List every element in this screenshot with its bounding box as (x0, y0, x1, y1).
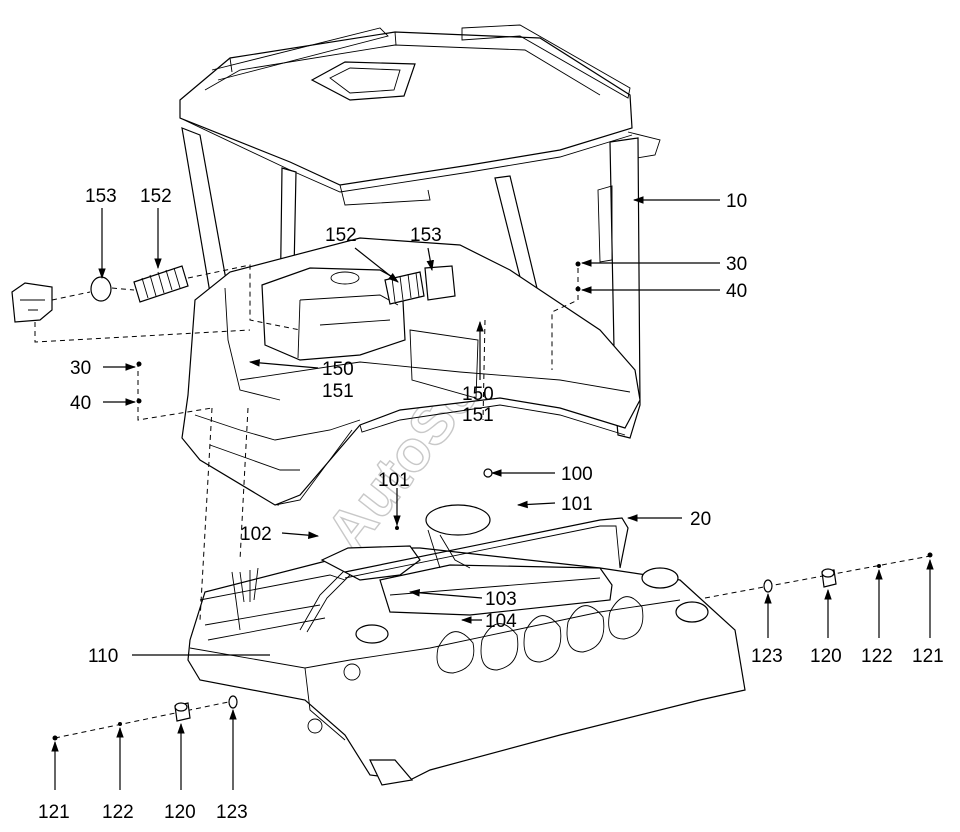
callout-120-left: 120 (164, 802, 196, 823)
callout-121-right: 121 (912, 646, 944, 667)
callout-101-a: 101 (378, 470, 410, 491)
pump-bracket (379, 564, 613, 616)
callout-30-right: 30 (726, 254, 747, 275)
callout-152-mid: 152 (325, 225, 357, 246)
callout-101-b: 101 (561, 494, 593, 515)
callout-150-a: 150 (322, 359, 354, 380)
callout-100: 100 (561, 464, 593, 485)
callout-40-right: 40 (726, 281, 747, 302)
washer-123-r (763, 579, 773, 593)
callout-153-mid: 153 (410, 225, 442, 246)
callout-122-right: 122 (861, 646, 893, 667)
tank-assembly (187, 545, 746, 786)
callout-120-right: 120 (810, 646, 842, 667)
cab-roof (179, 31, 633, 186)
callout-150-b: 150 (462, 384, 494, 405)
hose-152 (133, 265, 189, 303)
tank-corrugations (436, 596, 644, 674)
tank-cap-left (355, 624, 389, 644)
callout-151-b: 151 (462, 405, 494, 426)
callout-122-left: 122 (102, 802, 134, 823)
part-100-small (483, 468, 493, 478)
callout-labels: 10 30 40 30 40 153 152 152 153 150 151 1… (38, 186, 944, 823)
callout-121-left: 121 (38, 802, 70, 823)
washer-123-l (228, 695, 238, 709)
tank-port-right (675, 601, 709, 623)
callout-123-left: 123 (216, 802, 248, 823)
callout-104: 104 (485, 611, 517, 632)
callout-40-left: 40 (70, 393, 91, 414)
duct-parts-left (11, 264, 301, 343)
cab-assembly (179, 24, 661, 507)
callout-leaders (51, 196, 934, 790)
bushing-120-r (821, 568, 837, 588)
hvac-unit (261, 267, 406, 361)
hardware-left (52, 695, 239, 741)
hardware-right (704, 552, 933, 599)
callout-123-right: 123 (751, 646, 783, 667)
callout-20: 20 (690, 509, 711, 530)
part-100-cylinder (425, 504, 491, 569)
tank-cap-right (641, 567, 679, 589)
callout-110: 110 (88, 646, 118, 667)
clamp-153 (90, 276, 112, 302)
callout-102: 102 (240, 524, 272, 545)
callout-151-a: 151 (322, 381, 354, 402)
bushing-120-l (174, 702, 191, 722)
callout-103: 103 (485, 589, 517, 610)
callout-152-left: 152 (140, 186, 172, 207)
callout-30-left: 30 (70, 358, 91, 379)
duct-outlet (11, 282, 53, 323)
callout-153-left: 153 (85, 186, 117, 207)
clamp-153-inner (424, 265, 456, 301)
rod-20 (344, 517, 629, 573)
callout-10: 10 (726, 191, 747, 212)
